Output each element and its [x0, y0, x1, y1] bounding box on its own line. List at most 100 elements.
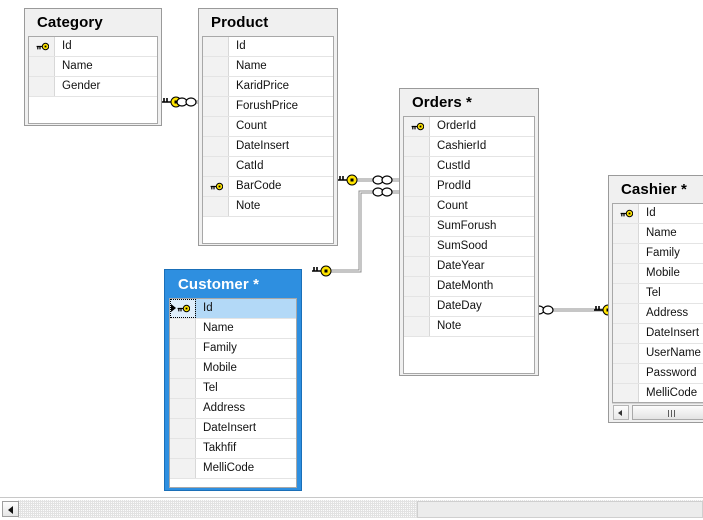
- column-row[interactable]: ForushPrice: [203, 97, 333, 117]
- table-scrollbar-thumb[interactable]: [632, 404, 703, 420]
- row-gutter[interactable]: [170, 359, 196, 378]
- column-row[interactable]: Note: [404, 317, 534, 337]
- relationship-product-orders[interactable]: [337, 174, 399, 186]
- column-row[interactable]: Note: [203, 197, 333, 217]
- column-row[interactable]: ProdId: [404, 177, 534, 197]
- row-gutter[interactable]: [170, 299, 196, 318]
- row-gutter[interactable]: [404, 197, 430, 216]
- row-gutter[interactable]: [404, 297, 430, 316]
- column-row[interactable]: BarCode: [203, 177, 333, 197]
- row-gutter[interactable]: [404, 317, 430, 336]
- column-row[interactable]: Name: [29, 57, 157, 77]
- column-row[interactable]: DateYear: [404, 257, 534, 277]
- row-gutter[interactable]: [613, 204, 639, 223]
- column-row[interactable]: Count: [404, 197, 534, 217]
- row-gutter[interactable]: [613, 364, 639, 383]
- row-gutter[interactable]: [203, 77, 229, 96]
- column-row[interactable]: DateInsert: [203, 137, 333, 157]
- row-gutter[interactable]: [203, 117, 229, 136]
- column-row[interactable]: Id: [203, 37, 333, 57]
- row-gutter[interactable]: [404, 157, 430, 176]
- row-gutter[interactable]: [29, 77, 55, 96]
- column-row[interactable]: Count: [203, 117, 333, 137]
- row-gutter[interactable]: [613, 384, 639, 402]
- row-gutter[interactable]: [404, 117, 430, 136]
- row-gutter[interactable]: [404, 237, 430, 256]
- column-row[interactable]: Address: [613, 304, 703, 324]
- row-gutter[interactable]: [170, 439, 196, 458]
- column-row[interactable]: Name: [170, 319, 296, 339]
- column-row[interactable]: Id: [170, 299, 296, 319]
- scrollbar-thumb[interactable]: [417, 501, 703, 518]
- column-row[interactable]: Name: [613, 224, 703, 244]
- row-gutter[interactable]: [170, 339, 196, 358]
- column-row[interactable]: CustId: [404, 157, 534, 177]
- row-gutter[interactable]: [613, 344, 639, 363]
- row-gutter[interactable]: [404, 257, 430, 276]
- relationship-cashier-orders[interactable]: [533, 304, 614, 316]
- row-gutter[interactable]: [613, 284, 639, 303]
- row-gutter[interactable]: [170, 399, 196, 418]
- column-row[interactable]: Gender: [29, 77, 157, 97]
- column-row[interactable]: MelliCode: [613, 384, 703, 402]
- horizontal-scrollbar[interactable]: [0, 497, 703, 520]
- column-row[interactable]: SumSood: [404, 237, 534, 257]
- row-gutter[interactable]: [613, 224, 639, 243]
- row-gutter[interactable]: [613, 244, 639, 263]
- column-row[interactable]: Mobile: [170, 359, 296, 379]
- row-gutter[interactable]: [203, 177, 229, 196]
- table-horizontal-scrollbar[interactable]: [612, 403, 703, 420]
- column-row[interactable]: UserName: [613, 344, 703, 364]
- column-row[interactable]: Tel: [613, 284, 703, 304]
- row-gutter[interactable]: [404, 277, 430, 296]
- column-row[interactable]: Address: [170, 399, 296, 419]
- row-gutter[interactable]: [613, 324, 639, 343]
- column-row[interactable]: Mobile: [613, 264, 703, 284]
- column-row[interactable]: CashierId: [404, 137, 534, 157]
- column-row[interactable]: Password: [613, 364, 703, 384]
- table-scroll-left-button[interactable]: [613, 404, 629, 420]
- column-row[interactable]: DateInsert: [613, 324, 703, 344]
- column-row[interactable]: Takhfif: [170, 439, 296, 459]
- column-row[interactable]: Id: [29, 37, 157, 57]
- row-gutter[interactable]: [170, 419, 196, 438]
- column-row[interactable]: MelliCode: [170, 459, 296, 479]
- row-gutter[interactable]: [170, 379, 196, 398]
- column-row[interactable]: DateMonth: [404, 277, 534, 297]
- row-gutter[interactable]: [203, 197, 229, 216]
- column-row[interactable]: OrderId: [404, 117, 534, 137]
- column-row[interactable]: Id: [613, 204, 703, 224]
- column-row[interactable]: Family: [613, 244, 703, 264]
- column-row[interactable]: DateDay: [404, 297, 534, 317]
- row-gutter[interactable]: [203, 137, 229, 156]
- column-row[interactable]: Name: [203, 57, 333, 77]
- column-row[interactable]: CatId: [203, 157, 333, 177]
- relationship-category-product[interactable]: [161, 96, 198, 108]
- column-row[interactable]: SumForush: [404, 217, 534, 237]
- row-gutter[interactable]: [203, 97, 229, 116]
- column-row[interactable]: KaridPrice: [203, 77, 333, 97]
- row-gutter[interactable]: [170, 459, 196, 478]
- row-gutter[interactable]: [613, 304, 639, 323]
- row-gutter[interactable]: [613, 264, 639, 283]
- row-gutter[interactable]: [203, 57, 229, 76]
- column-row[interactable]: DateInsert: [170, 419, 296, 439]
- row-gutter[interactable]: [170, 319, 196, 338]
- row-gutter[interactable]: [29, 37, 55, 56]
- row-gutter[interactable]: [404, 177, 430, 196]
- row-gutter[interactable]: [203, 37, 229, 56]
- scroll-left-button[interactable]: [2, 501, 19, 517]
- column-row[interactable]: Family: [170, 339, 296, 359]
- row-gutter[interactable]: [203, 157, 229, 176]
